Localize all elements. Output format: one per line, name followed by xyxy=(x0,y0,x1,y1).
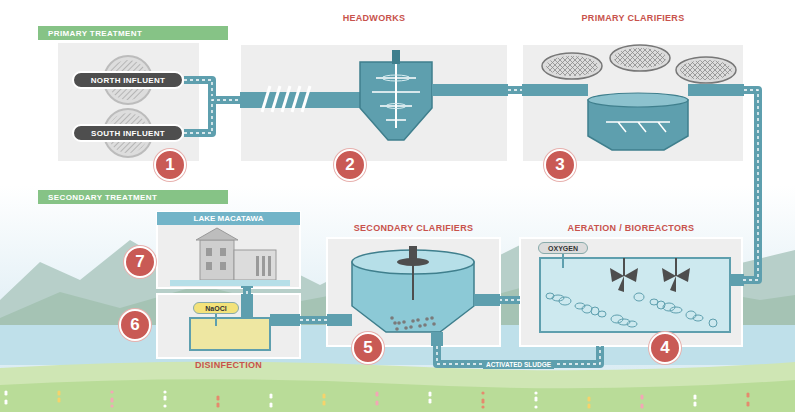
callout-number: 3 xyxy=(544,149,576,181)
chemical-tag: NaOCl xyxy=(193,302,239,314)
callout-number: 5 xyxy=(363,338,372,358)
pipe-connector xyxy=(500,300,520,301)
process-panel: DISINFECTIONNaOCl xyxy=(157,294,300,358)
panel-heading: SECONDARY CLARIFIERS xyxy=(327,223,500,233)
callout-number: 1 xyxy=(154,149,186,181)
pipe-connector xyxy=(742,90,758,280)
callout-number: 7 xyxy=(135,252,144,272)
node-label: OXYGEN xyxy=(548,245,578,252)
panel-heading: DISINFECTION xyxy=(157,360,300,370)
panel-heading: AERATION / BIOREACTORS xyxy=(520,223,742,233)
pipe-connector xyxy=(300,320,327,321)
callout-number: 6 xyxy=(119,309,151,341)
pipe-label: ACTIVATED SLUDGE xyxy=(483,360,554,369)
node-label: SOUTH INFLUENT xyxy=(91,129,165,138)
panel-heading: HEADWORKS xyxy=(240,13,508,23)
influent-label: NORTH INFLUENT xyxy=(72,71,184,89)
callout-number: 4 xyxy=(649,332,681,364)
process-panel: AERATION / BIOREACTORSOXYGEN xyxy=(520,238,742,346)
callout-number: 2 xyxy=(334,149,366,181)
node-label: PRIMARY TREATMENT xyxy=(48,29,142,38)
process-panel: PRIMARY CLARIFIERS xyxy=(522,44,744,162)
callout-number: 6 xyxy=(130,315,139,335)
chemical-tag: OXYGEN xyxy=(538,242,588,254)
callout-number: 4 xyxy=(660,338,669,358)
callout-number: 3 xyxy=(555,155,564,175)
pipe-connector xyxy=(184,100,240,133)
pipe-connector xyxy=(247,288,248,294)
section-tab: SECONDARY TREATMENT xyxy=(38,190,228,204)
node-label: NORTH INFLUENT xyxy=(91,76,165,85)
section-tab: PRIMARY TREATMENT xyxy=(38,26,228,40)
process-panel: HEADWORKS xyxy=(240,44,508,162)
pipe-connector xyxy=(508,90,522,91)
process-panel: SECONDARY CLARIFIERS xyxy=(327,238,500,346)
panel-heading: PRIMARY CLARIFIERS xyxy=(522,13,744,23)
panel-heading: LAKE MACATAWA xyxy=(157,212,300,225)
node-label: SECONDARY TREATMENT xyxy=(48,193,157,202)
callout-number: 7 xyxy=(124,246,156,278)
callout-number: 5 xyxy=(352,332,384,364)
process-panel: LAKE MACATAWA xyxy=(157,212,300,288)
node-label: NaOCl xyxy=(205,305,226,312)
callout-number: 2 xyxy=(345,155,354,175)
influent-label: SOUTH INFLUENT xyxy=(72,124,184,142)
callout-number: 1 xyxy=(165,155,174,175)
